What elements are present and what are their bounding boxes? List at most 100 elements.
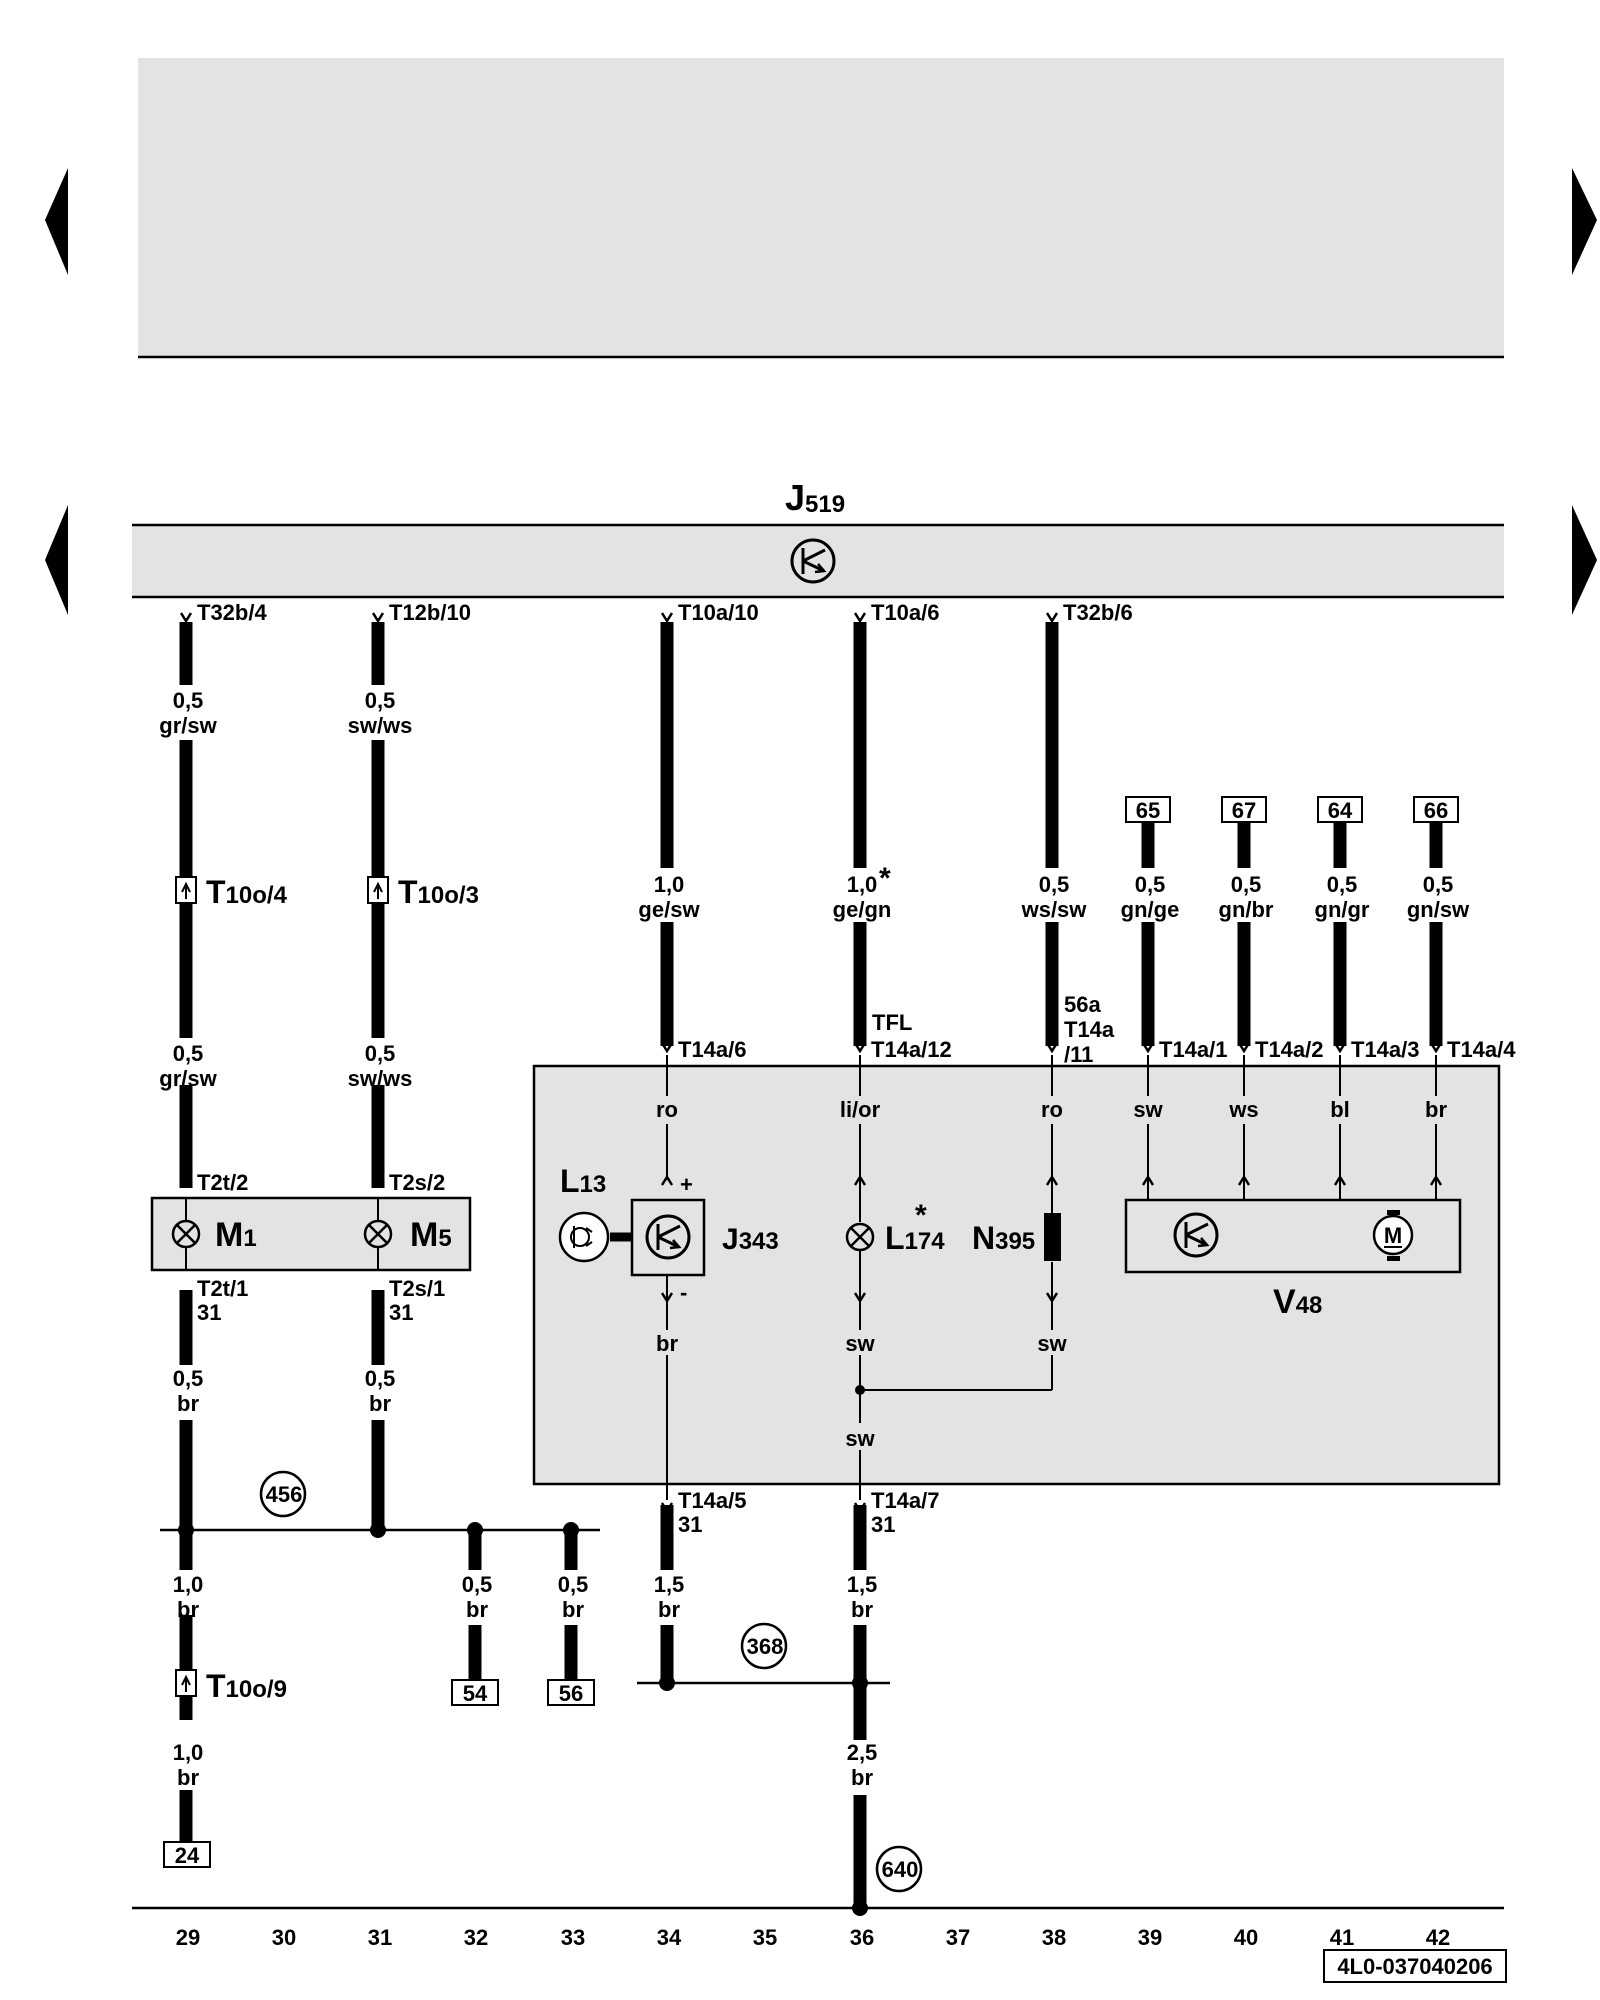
wire-color: ws [1228, 1097, 1258, 1122]
svg-text:31: 31 [368, 1925, 392, 1950]
wire-size: 1,5 [847, 1572, 878, 1597]
wire-color: br [1425, 1097, 1447, 1122]
svg-text:42: 42 [1426, 1925, 1450, 1950]
j519-label: J519 [785, 477, 845, 518]
svg-text:38: 38 [1042, 1925, 1066, 1950]
svg-text:1,0: 1,0 [654, 872, 685, 897]
wire-color: bl [1330, 1097, 1350, 1122]
svg-text:33: 33 [561, 1925, 585, 1950]
n395-label: N395 [972, 1220, 1035, 1256]
pin-label: T14a/4 [1447, 1037, 1516, 1062]
connector-label: T32b/4 [197, 600, 267, 625]
wire-size: 0,5 [462, 1572, 493, 1597]
connector-label: T32b/6 [1063, 600, 1133, 625]
t14a-11-label: T14a [1064, 1017, 1115, 1042]
t10o-4-label: T10o/4 [206, 874, 288, 910]
ground-point-456-label: 456 [266, 1482, 303, 1507]
wire-color: sw [1133, 1097, 1163, 1122]
svg-text:gn/sw: gn/sw [1407, 897, 1470, 922]
connector-t10o-4-icon [175, 876, 197, 904]
pin-label: T2t/2 [197, 1170, 248, 1195]
m-lamp-wires [185, 1198, 379, 1270]
asterisk-note: * [915, 1199, 927, 1232]
connector-label: T12b/10 [389, 600, 471, 625]
t14a-11-label: /11 [1064, 1042, 1093, 1067]
ref-number: 56 [559, 1681, 583, 1706]
wire-size: 0,5 [173, 1366, 204, 1391]
svg-text:0,5: 0,5 [173, 688, 204, 713]
svg-text:0,5: 0,5 [1039, 872, 1070, 897]
wire-color: br [177, 1597, 199, 1622]
bus-368-node [852, 1675, 868, 1691]
svg-text:ge/sw: ge/sw [638, 897, 700, 922]
pin-label: T2s/1 [389, 1276, 445, 1301]
wire-color: br [851, 1765, 873, 1790]
wire-color: br [369, 1391, 391, 1416]
column-numbers: 29 30 31 32 33 34 35 36 37 38 39 40 41 4… [176, 1925, 1450, 1950]
l13-label: L13 [560, 1163, 606, 1199]
wire-color: br [177, 1391, 199, 1416]
ground-point-368-label: 368 [747, 1634, 784, 1659]
wires [179, 622, 1443, 1908]
header-panel [138, 58, 1504, 356]
t10o-9-label: T10o/9 [206, 1668, 287, 1704]
wire-color: ro [1041, 1097, 1063, 1122]
wire-size: 0,5 [558, 1572, 589, 1597]
svg-text:30: 30 [272, 1925, 296, 1950]
svg-text:39: 39 [1138, 1925, 1162, 1950]
module-thin-wires [666, 1055, 1437, 1500]
pin-label: T14a/6 [678, 1037, 747, 1062]
wire-color: li/or [840, 1097, 881, 1122]
upper-wire-labels: 0,5 gr/sw 0,5 sw/ws 1,0 ge/sw 1,0 ge/gn … [159, 688, 1470, 922]
terminal-31: 31 [197, 1300, 221, 1325]
pin-label: T2t/1 [197, 1276, 248, 1301]
ref-boxes-bottom [163, 1679, 595, 1868]
svg-text:35: 35 [753, 1925, 777, 1950]
ground-point-368 [740, 1622, 788, 1670]
motor-icon: M [1372, 1210, 1414, 1261]
wire-size: 0,5 [365, 1041, 396, 1066]
prev-section-arrow-icon[interactable] [45, 505, 68, 615]
ref-number: 24 [175, 1843, 200, 1868]
wire-size: 2,5 [847, 1740, 878, 1765]
svg-text:gn/ge: gn/ge [1121, 897, 1180, 922]
v48-label: V48 [1273, 1283, 1322, 1321]
wire-color: sw [1037, 1331, 1067, 1356]
connector-t10o-3-icon [367, 876, 389, 904]
next-page-arrow-icon[interactable] [1572, 168, 1597, 275]
wire-color: br [562, 1597, 584, 1622]
svg-text:sw/ws: sw/ws [348, 713, 413, 738]
wire-color: ro [656, 1097, 678, 1122]
terminal-56a-label: 56a [1064, 992, 1101, 1017]
wire-size: 1,0 [173, 1740, 204, 1765]
m1-label: M1 [215, 1216, 257, 1254]
svg-text:0,5: 0,5 [1231, 872, 1262, 897]
ref-number: 64 [1328, 798, 1353, 823]
wire-color: br [851, 1597, 873, 1622]
svg-text:0,5: 0,5 [1327, 872, 1358, 897]
pin-label: T14a/7 [871, 1488, 940, 1513]
connector-t10o-9-icon [175, 1669, 197, 1697]
bus-368-node [659, 1675, 675, 1691]
m-box-stubs [179, 1184, 385, 1300]
j343-box [630, 1198, 706, 1277]
t10o-3-label: T10o/3 [398, 874, 479, 910]
pin-stubs [660, 1040, 1443, 1046]
svg-text:M: M [1384, 1223, 1402, 1248]
ref-number: 54 [463, 1681, 488, 1706]
wire-color: br [177, 1765, 199, 1790]
ref-number: 65 [1136, 798, 1160, 823]
ref-number: 67 [1232, 798, 1256, 823]
wire-color: br [658, 1597, 680, 1622]
next-section-arrow-icon[interactable] [1572, 505, 1597, 615]
ground-point-640-label: 640 [882, 1857, 919, 1882]
bus-456-nodes [178, 1522, 579, 1538]
svg-text:0,5: 0,5 [1423, 872, 1454, 897]
j343-label: J343 [722, 1223, 779, 1256]
l174-label: L174 [885, 1220, 945, 1256]
terminal-31: 31 [678, 1512, 702, 1537]
wire-size: 1,0 [173, 1572, 204, 1597]
prev-page-arrow-icon[interactable] [45, 168, 68, 275]
svg-text:29: 29 [176, 1925, 200, 1950]
asterisk-note: * [879, 862, 891, 895]
